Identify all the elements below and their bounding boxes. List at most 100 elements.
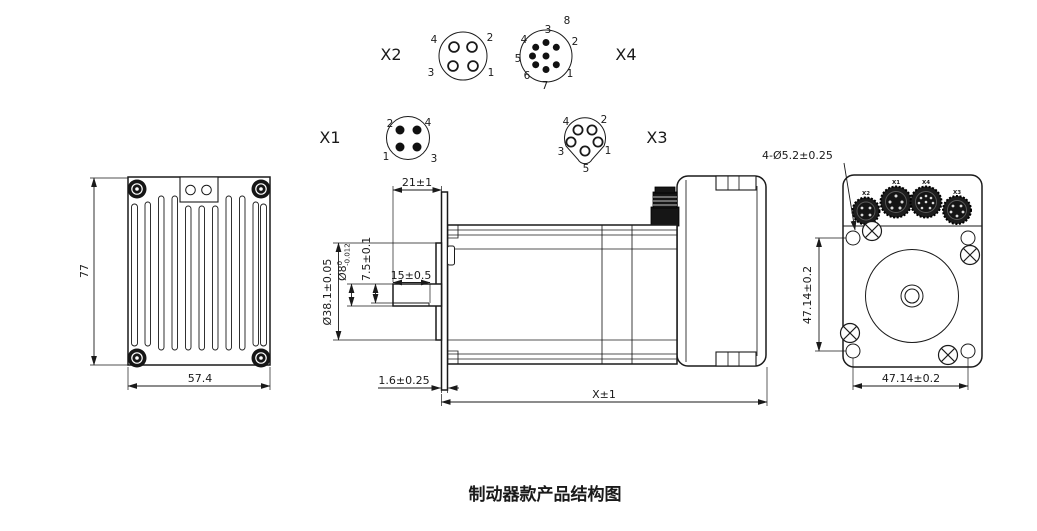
pin-label: 3 — [428, 67, 435, 79]
dim-boss-dia: Ø38.1±0.05 — [321, 259, 334, 326]
connector-label: X3 — [953, 190, 961, 196]
dim-hole-pitch-v: 47.14±0.2 — [801, 266, 814, 324]
motor-body — [446, 224, 678, 365]
connector-label: X1 — [892, 180, 900, 186]
screw-icon — [861, 220, 883, 242]
panel-connectors: X2 X1 X4 X3 — [851, 180, 972, 226]
middle-view-side: 21±1 Ø38.1±0.05 Ø80-0.012 7.5±0.1 15±0.5… — [321, 175, 768, 406]
pin-label: 3 — [558, 146, 565, 158]
callout-mounting-holes: 4-Ø5.2±0.25 — [762, 149, 833, 162]
connector-body — [519, 29, 573, 83]
dim-shaft-dia: Ø80-0.012 — [336, 243, 352, 281]
pin-label: 4 — [425, 117, 432, 129]
pinout-x3: X3 4 2 3 1 5 — [558, 114, 668, 175]
panel-connector — [942, 195, 972, 225]
dim-height: 77 — [78, 264, 91, 278]
pin-label: 1 — [488, 67, 495, 79]
connector-designator: X3 — [646, 128, 667, 147]
screw-icon — [937, 344, 959, 366]
pin-label: 1 — [567, 68, 574, 80]
pin-label: 4 — [431, 34, 438, 46]
screw-icon — [839, 322, 861, 344]
pinout-x1: X1 2 4 1 3 — [319, 116, 438, 165]
screw-icon — [959, 244, 981, 266]
drive-housing — [676, 175, 767, 367]
pin-label: 2 — [572, 36, 579, 48]
right-view-front: X2 X1 X4 X3 4-Ø5.2±0.25 47.14±0.2 47. — [762, 149, 983, 390]
pin-label: 7 — [542, 80, 549, 92]
housing-bottom-tab-slot — [727, 351, 740, 367]
front-flange — [440, 191, 449, 391]
dim-shaft-length: 21±1 — [402, 176, 432, 189]
pin-label: 1 — [383, 151, 390, 163]
housing-top-tab — [715, 175, 757, 191]
dim-hole-pitch-h: 47.14±0.2 — [882, 372, 940, 385]
pin — [395, 125, 405, 135]
pin-label: 4 — [563, 116, 570, 128]
pin — [395, 142, 405, 152]
pin-socket — [572, 124, 584, 136]
pin-socket — [467, 60, 479, 72]
pin-label: 8 — [564, 15, 571, 27]
pin — [552, 61, 560, 69]
panel-connector — [851, 196, 881, 226]
pin-socket — [592, 136, 604, 148]
connector-body — [564, 117, 606, 165]
panel-connector — [909, 185, 943, 219]
screw-icon — [127, 179, 147, 199]
pinout-x2: X2 4 2 3 1 — [380, 31, 495, 81]
dim-total-length: X±1 — [592, 388, 616, 401]
screw-icon — [251, 348, 271, 368]
pin — [552, 43, 560, 51]
connector-body — [438, 31, 488, 81]
pin-label: 2 — [387, 118, 394, 130]
plate-hole — [185, 184, 196, 196]
connector-designator: X2 — [380, 45, 401, 64]
panel-connector — [879, 185, 913, 219]
pin — [412, 125, 422, 135]
pin — [529, 52, 536, 60]
pin-label: 2 — [601, 114, 608, 126]
pin-label: 3 — [431, 153, 438, 165]
housing-bottom-tab — [715, 351, 757, 367]
connector-designator: X4 — [615, 45, 636, 64]
pin-label: 5 — [515, 53, 522, 65]
screw-icon — [251, 179, 271, 199]
pin-socket — [579, 145, 591, 157]
cover-screws — [839, 220, 981, 366]
locating-feature — [447, 245, 455, 266]
connector-designator: X1 — [319, 128, 340, 147]
pin-socket — [447, 60, 459, 72]
connector-label: X4 — [922, 180, 930, 186]
pin-center — [542, 52, 550, 60]
pin — [532, 43, 540, 51]
screw-icon — [127, 348, 147, 368]
dim-flange-thickness: 1.6±0.25 — [378, 374, 429, 387]
motor-body-lines — [447, 225, 677, 364]
pin-socket — [448, 41, 460, 53]
shaft-hole-outer — [900, 284, 924, 308]
pin-label: 4 — [521, 34, 528, 46]
cable-connector — [650, 186, 680, 227]
pin — [532, 61, 540, 69]
pin — [412, 142, 422, 152]
connector-label: X2 — [862, 191, 870, 197]
heatsink-fins — [131, 195, 267, 351]
pin-socket — [466, 41, 478, 53]
connector-body — [386, 116, 430, 160]
pin-label: 1 — [605, 145, 612, 157]
shaft-hole — [904, 288, 920, 304]
pin-label: 6 — [524, 70, 531, 82]
pinout-x4: X4 8 3 2 4 5 6 7 1 — [515, 15, 637, 92]
dim-flat-height: 7.5±0.1 — [360, 237, 373, 281]
pin-socket — [586, 124, 598, 136]
face-boss-circle — [865, 249, 959, 343]
corner-screws — [127, 179, 271, 368]
dim-width: 57.4 — [188, 372, 213, 385]
mounting-hole — [960, 230, 976, 246]
pin — [542, 39, 550, 46]
plate-hole — [201, 184, 212, 196]
pin-label: 3 — [545, 24, 552, 36]
